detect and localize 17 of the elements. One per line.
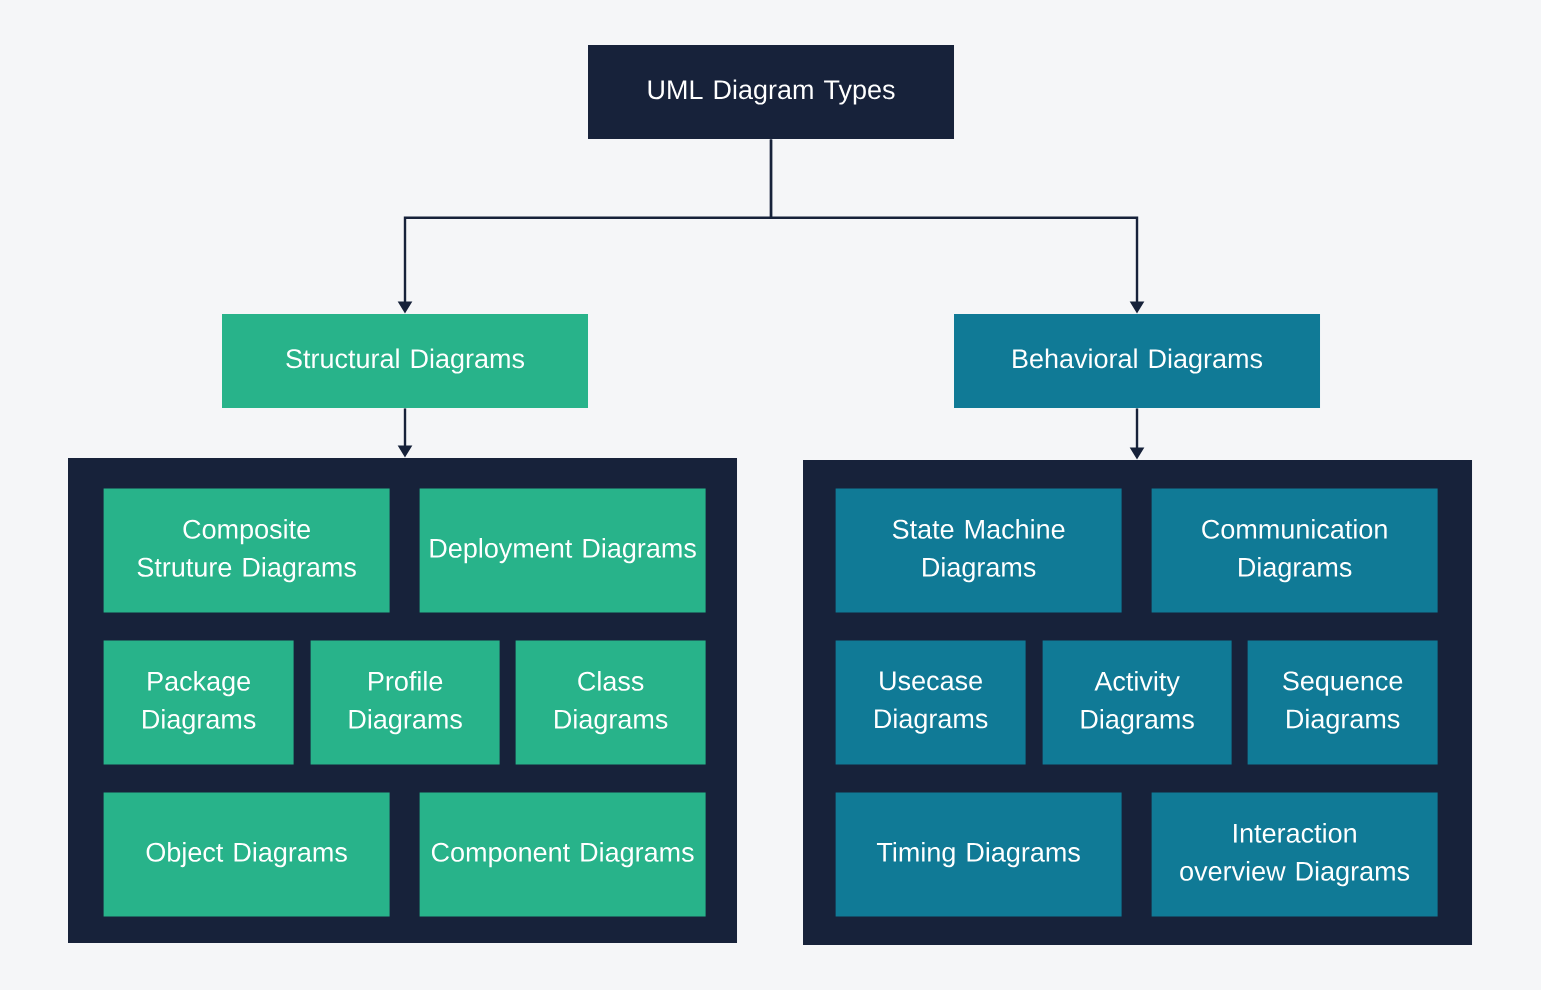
diagram-type-box: Component Diagrams (419, 792, 706, 917)
title-box: UML Diagram Types (588, 45, 954, 139)
diagram-type-box: Profile Diagrams (310, 640, 500, 765)
category-box: Structural Diagrams (222, 314, 588, 408)
category-box: Behavioral Diagrams (954, 314, 1320, 408)
diagram-type-box: Class Diagrams (515, 640, 706, 765)
diagram-type-box: State Machine Diagrams (835, 488, 1122, 613)
diagram-type-box: Deployment Diagrams (419, 488, 706, 613)
diagram-type-box: Object Diagrams (103, 792, 390, 917)
diagram-type-box: Sequence Diagrams (1247, 640, 1438, 765)
diagram-type-box: Communication Diagrams (1151, 488, 1438, 613)
diagram-type-box: Activity Diagrams (1042, 640, 1232, 765)
diagram-type-box: Composite Struture Diagrams (103, 488, 390, 613)
diagram-type-box: Package Diagrams (103, 640, 294, 765)
diagram-type-box: Usecase Diagrams (835, 640, 1026, 765)
diagram-type-box: Interaction overview Diagrams (1151, 792, 1438, 917)
diagram-type-box: Timing Diagrams (835, 792, 1122, 917)
